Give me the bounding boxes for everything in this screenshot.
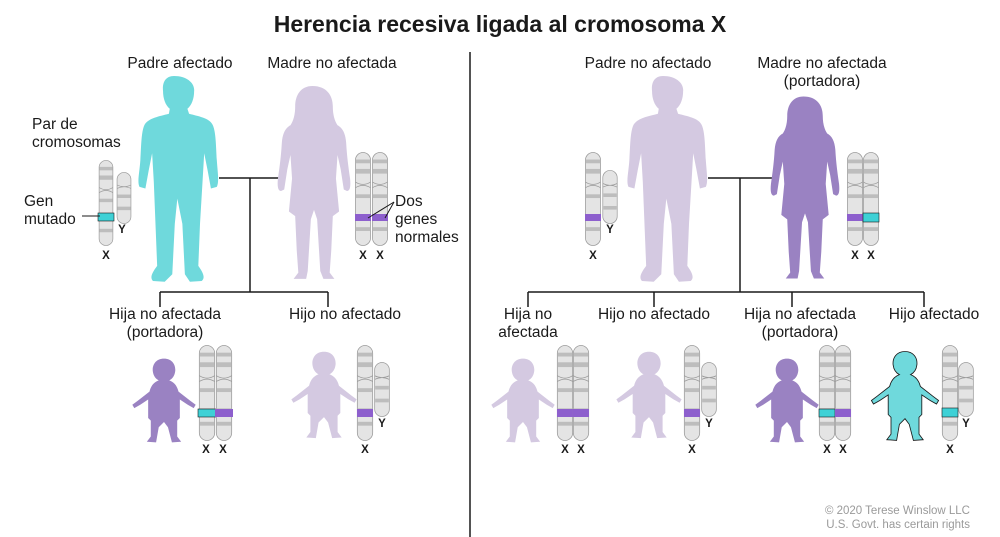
- chromosome-x-letter: X: [219, 444, 227, 456]
- normal-genes-label-line1: Dos: [395, 193, 423, 210]
- right-daughter-unaffected-chromosomes: [556, 344, 590, 442]
- chromosome-x-letter: X: [823, 444, 831, 456]
- chromosome-x-letter: X: [102, 250, 110, 262]
- left-son-figure: [291, 351, 357, 439]
- right-daughter-carrier-chromosomes: [818, 344, 852, 442]
- right-son-affected-figure: [870, 350, 940, 441]
- chromosome-y-letter: Y: [118, 224, 126, 236]
- left-father-figure: [138, 76, 219, 282]
- right-child3-label-line2: (portadora): [761, 324, 839, 341]
- left-mother-label: Madre no afectada: [267, 55, 397, 72]
- right-son-unaffected-chromosomes: [683, 344, 717, 442]
- copyright-line1: © 2020 Terese Winslow LLC: [824, 505, 970, 517]
- chromosome-y-letter: Y: [962, 418, 970, 430]
- right-son-unaffected-figure: [616, 351, 682, 439]
- right-son-affected-chromosomes: [941, 344, 974, 442]
- right-mother-figure: [770, 96, 840, 279]
- right-child3-label-line1: Hija no afectada: [743, 306, 857, 323]
- chromosome-x-letter: X: [359, 250, 367, 262]
- right-daughter-carrier-figure: [755, 358, 819, 443]
- chromosome-x-letter: X: [839, 444, 847, 456]
- left-daughter-chromosomes: [197, 344, 233, 442]
- chromosome-pair-label-line1: Par de: [32, 116, 78, 133]
- right-mother-label-line1: Madre no afectada: [757, 55, 887, 72]
- mutated-gene-marker: [97, 212, 115, 222]
- left-daughter-label-line2: (portadora): [126, 324, 204, 341]
- chromosome-pair-label-line2: cromosomas: [32, 134, 121, 151]
- copyright-line2: U.S. Govt. has certain rights: [826, 519, 970, 531]
- normal-genes-pointer: [367, 201, 395, 219]
- right-child2-label: Hijo no afectado: [597, 306, 711, 323]
- page-title: Herencia recesiva ligada al cromosoma X: [273, 11, 727, 37]
- left-mother-chromosomes: [354, 151, 389, 247]
- normal-genes-label-line2: genes: [395, 211, 438, 228]
- right-child4-label: Hijo afectado: [888, 306, 980, 323]
- chromosome-x-letter: X: [361, 444, 369, 456]
- left-daughter-label-line1: Hija no afectada: [108, 306, 222, 323]
- right-father-label: Padre no afectado: [584, 55, 712, 72]
- right-father-chromosomes: [584, 151, 618, 247]
- chromosome-x-letter: X: [867, 250, 875, 262]
- normal-genes-label-line3: normales: [395, 229, 459, 246]
- left-pedigree-lines: [159, 177, 329, 307]
- left-son-label: Hijo no afectado: [288, 306, 402, 323]
- chromosome-x-letter: X: [376, 250, 384, 262]
- right-mother-chromosomes: [846, 151, 880, 247]
- right-daughter-unaffected-figure: [491, 358, 555, 443]
- left-daughter-figure: [132, 358, 196, 443]
- chromosome-x-letter: X: [202, 444, 210, 456]
- left-son-chromosomes: [356, 344, 390, 442]
- chromosome-y-letter: Y: [606, 224, 614, 236]
- right-father-figure: [627, 76, 708, 282]
- chromosome-y-letter: Y: [378, 418, 386, 430]
- chromosome-x-letter: X: [589, 250, 597, 262]
- mutated-gene-label-line1: Gen: [24, 193, 54, 210]
- mutated-gene-label-line2: mutado: [24, 211, 76, 228]
- right-child1-label-line1: Hija no: [503, 306, 553, 323]
- chromosome-x-letter: X: [561, 444, 569, 456]
- chromosome-x-letter: X: [946, 444, 954, 456]
- right-mother-label-line2: (portadora): [783, 73, 861, 90]
- right-child1-label-line2: afectada: [498, 324, 558, 341]
- chromosome-y-letter: Y: [705, 418, 713, 430]
- right-pedigree-lines: [527, 177, 925, 307]
- chromosome-x-letter: X: [577, 444, 585, 456]
- chromosome-x-letter: X: [688, 444, 696, 456]
- left-father-label: Padre afectado: [127, 55, 233, 72]
- left-father-chromosomes: [97, 159, 132, 247]
- left-mother-figure: [277, 86, 351, 279]
- chromosome-x-letter: X: [851, 250, 859, 262]
